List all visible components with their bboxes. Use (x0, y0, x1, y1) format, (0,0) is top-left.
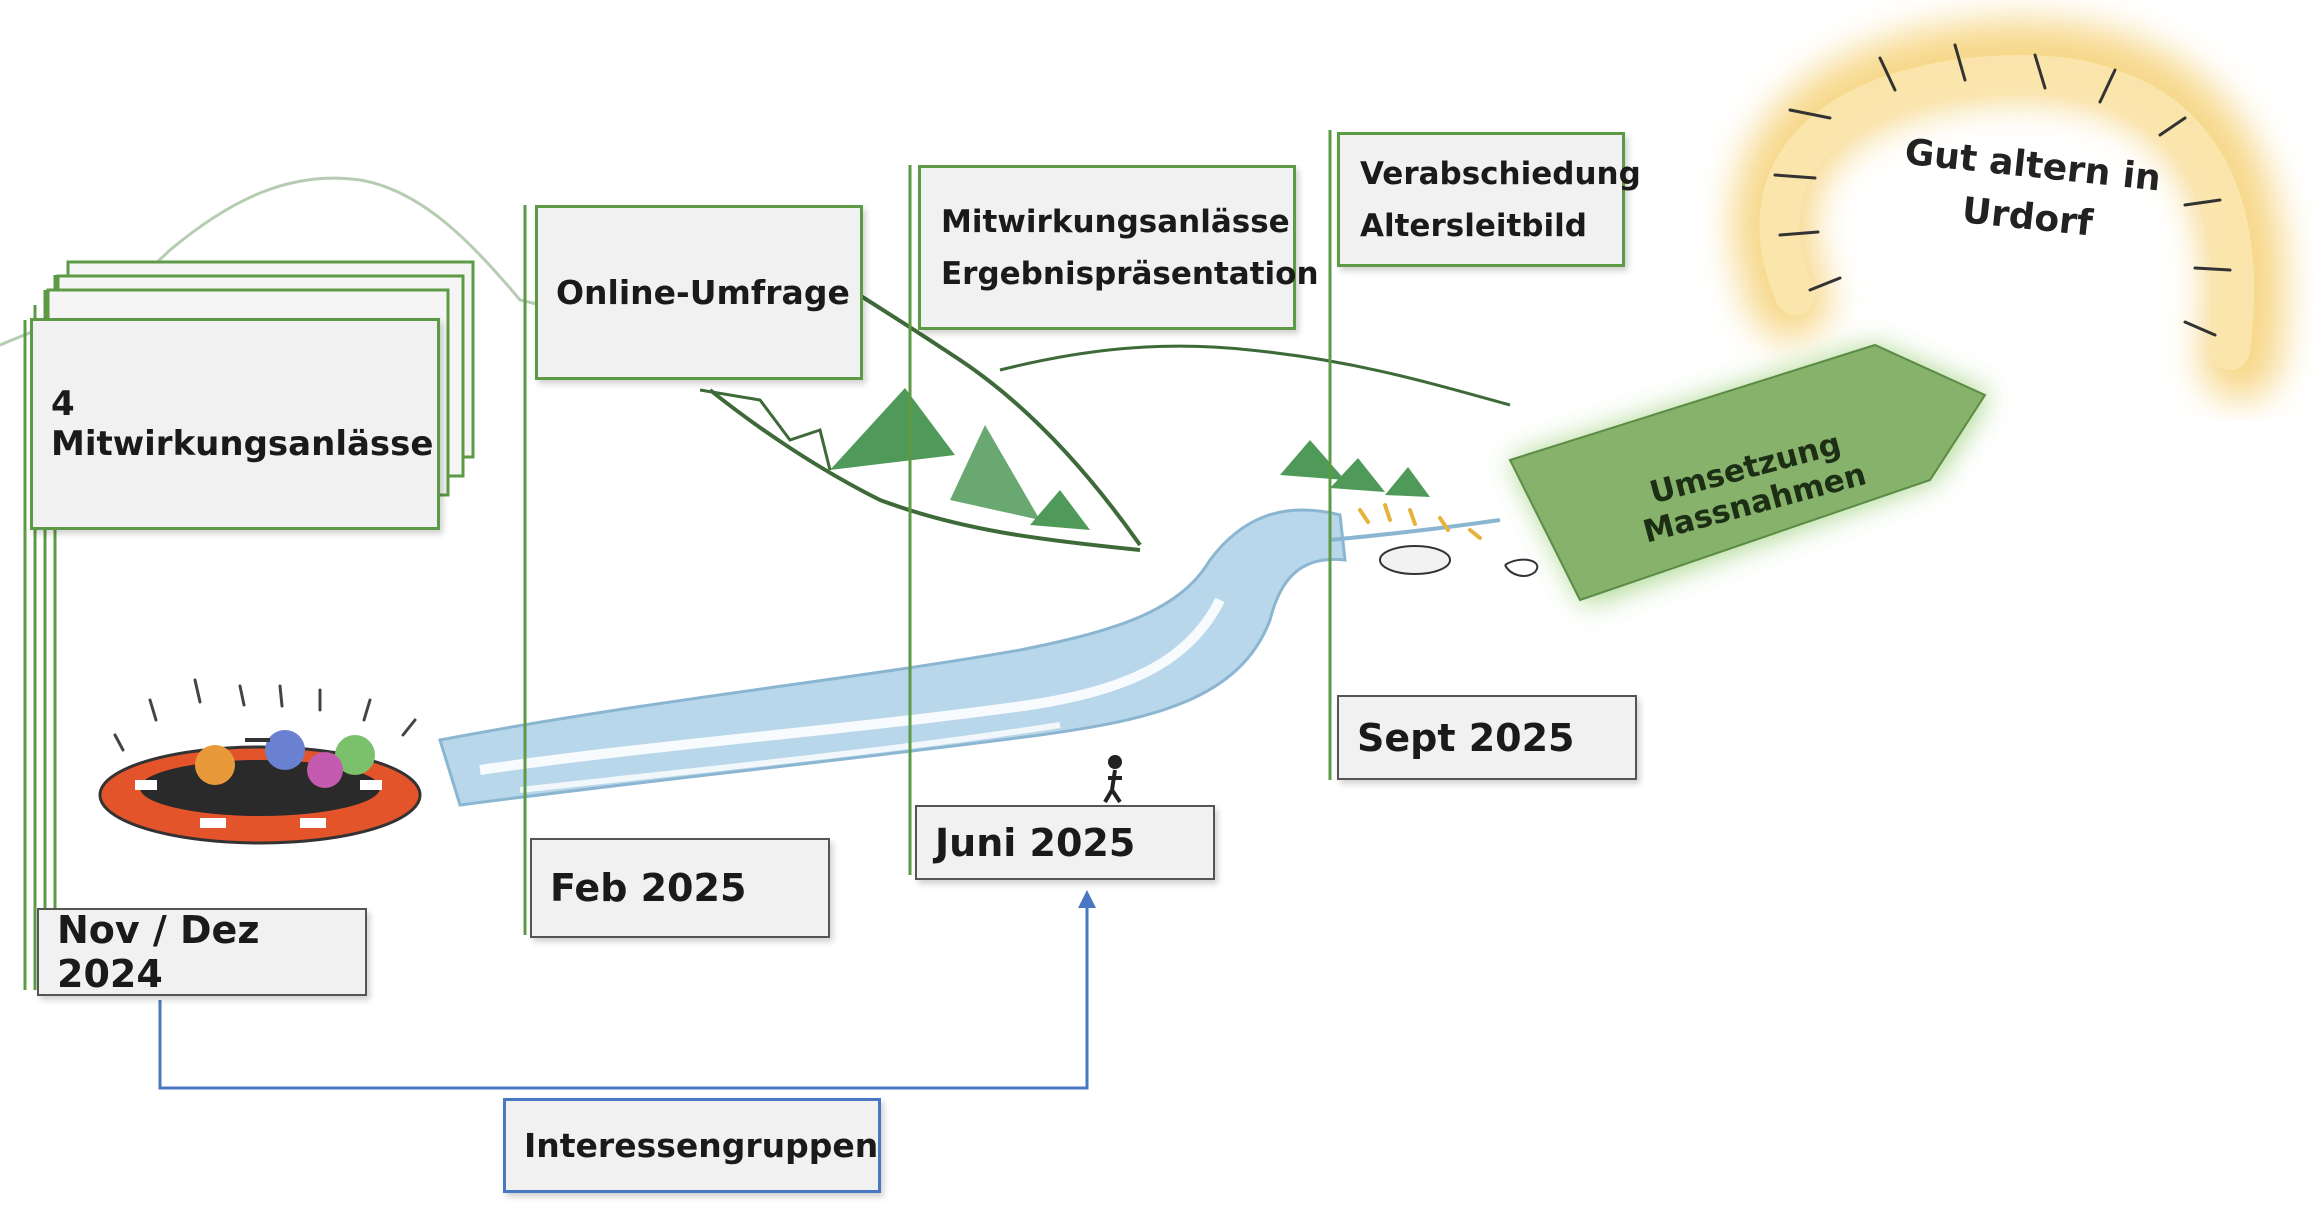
sun-icon (1733, 19, 2286, 400)
stakeholder-label: Interessengruppen (503, 1098, 881, 1193)
milestone-juni-label: Mitwirkungsanlässe Ergebnispräsentation (918, 165, 1319, 330)
milestone-juni-label-line2: Ergebnispräsentation (941, 255, 1319, 292)
milestone-sept-date: Sept 2025 (1337, 695, 1637, 780)
milestone-sept-label-line1: Verabschiedung (1360, 155, 1641, 192)
milestone-sept-label-line2: Altersleitbild (1360, 207, 1587, 244)
milestone-juni-date: Juni 2025 (915, 805, 1215, 880)
stakeholder-connector (158, 890, 1096, 1090)
milestone-nov-dez-date: Nov / Dez 2024 (37, 908, 367, 996)
milestone-sept-label: Verabschiedung Altersleitbild (1337, 132, 1641, 267)
river-icon (438, 503, 1539, 807)
milestone-nov-dez-label: 4 Mitwirkungsanlässe (30, 318, 440, 530)
raft-icon (98, 678, 422, 845)
outcome-arrow-icon (1508, 343, 1990, 605)
timeline-lines (23, 130, 1332, 990)
person-icon (1103, 755, 1122, 804)
milestone-feb-label: Online-Umfrage (535, 205, 863, 380)
milestone-feb-date: Feb 2025 (530, 838, 830, 938)
milestone-juni-label-line1: Mitwirkungsanlässe (941, 203, 1290, 240)
